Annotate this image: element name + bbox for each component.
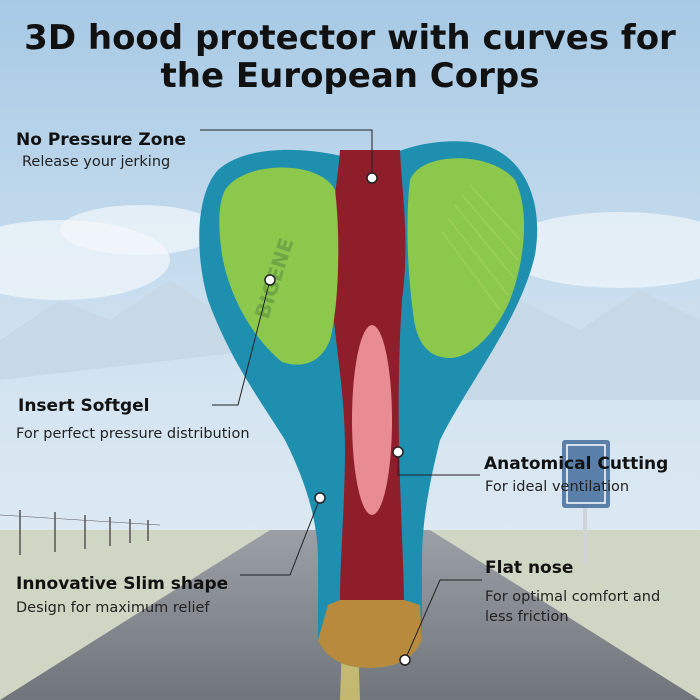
power-poles [0, 510, 161, 555]
gel-texture [441, 184, 521, 311]
dot-anatomical-cutting [392, 446, 404, 458]
callout-slim-shape-heading: Innovative Slim shape [16, 574, 229, 594]
title-line-2: the European Corps [160, 56, 540, 96]
road-sign [562, 440, 610, 565]
callout-insert-softgel-desc: For perfect pressure distribution [16, 426, 250, 442]
anatomical-cutout [352, 325, 392, 515]
callout-flat-nose-heading: Flat nose [485, 558, 574, 578]
mountains-left [0, 280, 260, 380]
callout-flat-nose-desc: For optimal comfort and less friction [485, 589, 661, 625]
cloud [500, 212, 700, 288]
dot-no-pressure-zone [366, 172, 378, 184]
dot-flat-nose [399, 654, 411, 666]
cloud [60, 205, 220, 255]
callout-no-pressure-zone-desc: Release your jerking [22, 154, 171, 170]
title-line-1: 3D hood protector with curves for [24, 18, 676, 58]
callout-slim-shape-desc: Design for maximum relief [16, 600, 210, 616]
callout-no-pressure-zone-heading: No Pressure Zone [16, 130, 187, 150]
callout-anatomical-cutting-desc: For ideal ventilation [485, 479, 630, 495]
callout-dots [264, 172, 411, 666]
saddle-nose [318, 600, 422, 668]
gel-insert-right [407, 158, 525, 358]
callout-anatomical-cutting-heading: Anatomical Cutting [484, 454, 669, 474]
callout-insert-softgel-heading: Insert Softgel [18, 396, 150, 416]
dot-insert-softgel [264, 274, 276, 286]
gel-insert-left [219, 167, 339, 365]
leader-lines [200, 129, 482, 661]
dot-slim-shape [314, 492, 326, 504]
